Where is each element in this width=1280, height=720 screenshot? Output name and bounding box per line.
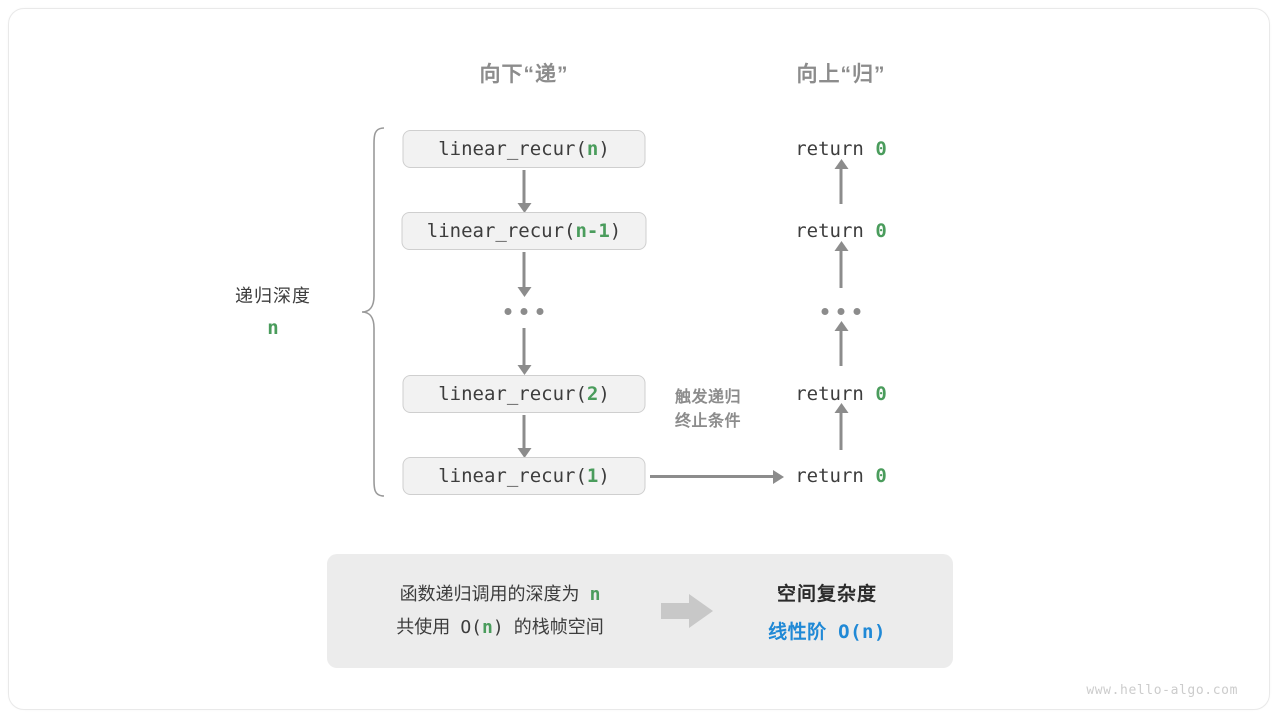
return-keyword: return [795,465,864,487]
arrow-up-4 [839,412,843,450]
complexity-notation: O(n) [838,620,886,643]
arrow-up-1 [839,168,843,204]
ellipsis-dot [520,308,528,315]
right-block-arrow-icon [661,594,713,628]
summary-line-2-pre: 共使用 [396,617,451,637]
call-box-arg: 2 [586,383,599,405]
return-value: 0 [875,383,887,405]
summary-line-1-text: 函数递归调用的深度为 [399,583,580,604]
summary-description: 函数递归调用的深度为 n 共使用 O(n) 的栈帧空间 [353,578,647,645]
trigger-note-line-1: 触发递归 [674,389,742,406]
arrow-down-2 [522,252,526,288]
return-keyword: return [795,138,864,160]
ellipsis-dot [536,308,544,315]
call-box-arg: n-1 [575,220,610,242]
summary-line-2-bigo-close: ) [492,617,504,638]
depth-label-value: n [267,317,279,339]
arrow-down-1 [522,170,526,204]
summary-conclusion: 空间复杂度 线性阶 O(n) [727,579,927,644]
summary-line-2-var: n [482,617,493,638]
arrow-down-3 [522,328,526,366]
arrow-down-4 [522,415,526,449]
arrow-up-2 [839,250,843,288]
call-box-2: linear_recur(2) [402,375,646,413]
summary-line-2-post: 的栈帧空间 [513,617,604,637]
call-box-suffix: ) [598,138,610,160]
space-complexity-value: 线性阶 O(n) [727,617,927,644]
heading-ascend: 向上“归” [796,63,886,86]
complexity-summary-panel: 函数递归调用的深度为 n 共使用 O(n) 的栈帧空间 空间复杂度 线性阶 O(… [327,554,953,668]
trigger-note-line-2: 终止条件 [674,413,742,430]
return-value: 0 [875,220,887,242]
summary-line-2-bigo-open: O( [460,617,482,638]
call-box-n: linear_recur(n) [402,130,646,168]
ellipsis-dot [853,308,861,315]
return-statement-4: return 0 [795,465,887,487]
return-statement-2: return 0 [795,220,887,242]
depth-label-text: 递归深度 [235,286,311,306]
return-value: 0 [875,138,887,160]
return-value: 0 [875,465,887,487]
recursion-depth-brace [361,127,385,497]
trigger-termination-note: 触发递归 终止条件 [675,386,741,434]
call-box-1: linear_recur(1) [402,457,646,495]
ellipsis-dot [821,308,829,315]
arrow-up-3 [839,330,843,366]
arrow-base-case-transition [650,475,774,478]
arrow-shaft [661,603,691,619]
call-box-prefix: linear_recur( [438,465,587,487]
summary-line-1-var: n [589,583,601,605]
arrow-head [689,594,713,628]
summary-line-2: 共使用 O(n) 的栈帧空间 [353,611,647,644]
call-box-arg: 1 [586,465,599,487]
call-box-prefix: linear_recur( [438,138,587,160]
summary-line-1: 函数递归调用的深度为 n [353,578,647,611]
call-box-suffix: ) [609,220,622,242]
recursion-depth-label: 递归深度 n [235,282,311,339]
return-keyword: return [795,220,864,242]
heading-descend: 向下“递” [479,63,569,86]
complexity-order-label: 线性阶 [768,621,827,643]
call-box-prefix: linear_recur( [426,220,576,242]
call-box-arg: n [586,138,599,160]
call-box-suffix: ) [598,383,610,405]
return-keyword: return [795,383,864,405]
space-complexity-title: 空间复杂度 [776,583,877,605]
return-statement-3: return 0 [795,383,887,405]
return-statement-1: return 0 [795,138,887,160]
call-box-suffix: ) [598,465,610,487]
ellipsis-dot [837,308,845,315]
call-box-n-minus-1: linear_recur(n-1) [401,212,647,250]
watermark: www.hello-algo.com [1086,683,1238,698]
ellipsis-left-column [504,308,544,315]
ellipsis-dot [504,308,512,315]
ellipsis-right-column [821,308,861,315]
call-box-prefix: linear_recur( [438,383,587,405]
